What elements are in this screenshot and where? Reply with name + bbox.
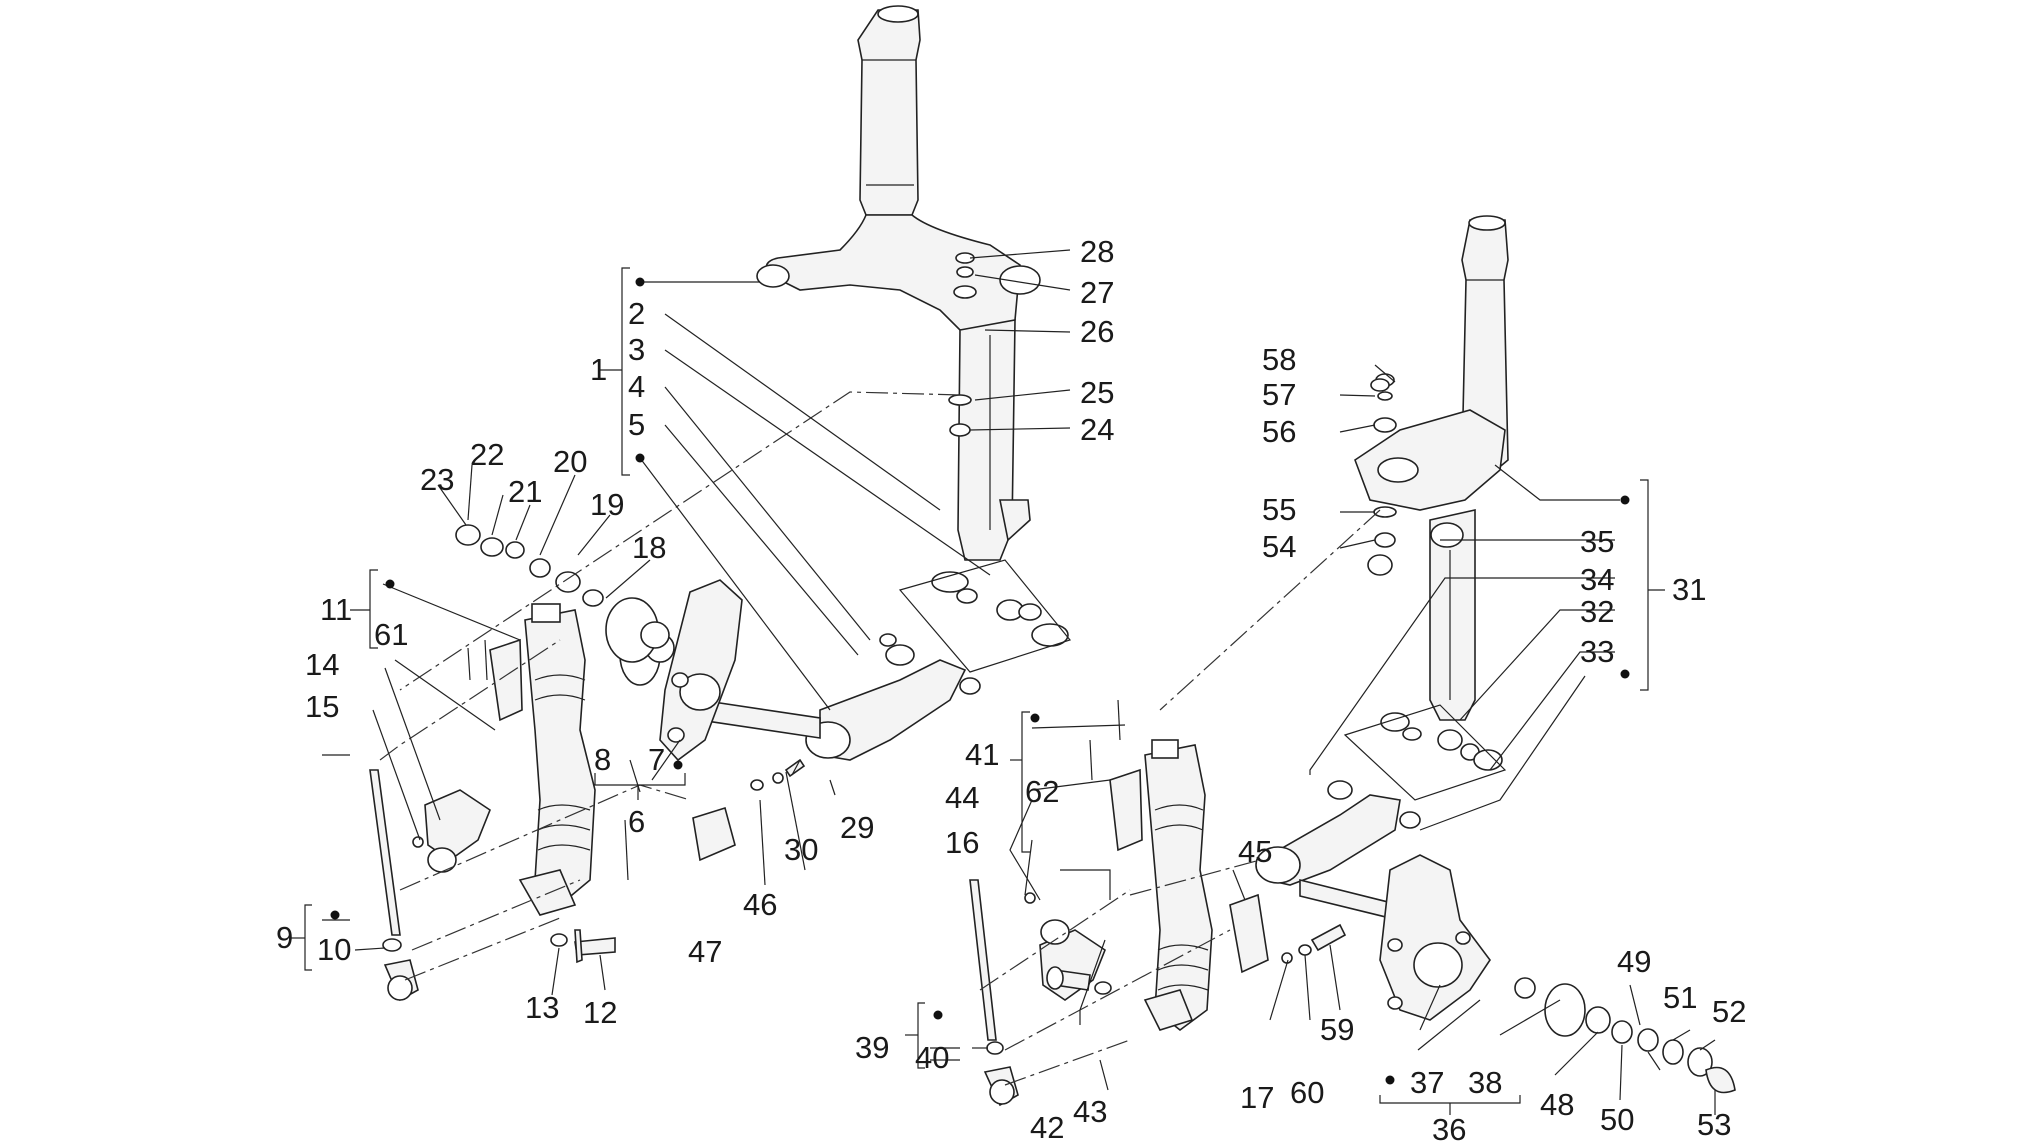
label-32: 32: [1580, 594, 1614, 629]
label-30: 30: [784, 832, 818, 867]
left-steering-column: [756, 5, 1041, 561]
label-24: 24: [1080, 412, 1114, 447]
label-22: 22: [470, 437, 504, 472]
label-62: 62: [1025, 774, 1059, 809]
label-15: 15: [305, 689, 339, 724]
label-31: 31: [1672, 572, 1706, 607]
left-caliper: [412, 789, 491, 873]
label-18: 18: [632, 530, 666, 565]
label-56: 56: [1262, 414, 1296, 449]
label-5: 5: [628, 407, 645, 442]
label-35: 35: [1580, 524, 1614, 559]
label-8: 8: [594, 742, 611, 777]
label-7: 7: [648, 742, 665, 777]
label-37: 37: [1410, 1065, 1444, 1100]
label-9: 9: [276, 920, 293, 955]
label-27: 27: [1080, 275, 1114, 310]
label-42: 42: [1030, 1110, 1064, 1143]
label-38: 38: [1468, 1065, 1502, 1100]
right-wheel-hub: [1379, 854, 1491, 1021]
label-3: 3: [628, 332, 645, 367]
label-20: 20: [553, 444, 587, 479]
label-6: 6: [628, 804, 645, 839]
right-swing-arm: [1255, 780, 1421, 921]
label-60: 60: [1290, 1075, 1324, 1110]
leader-lines: [322, 249, 1716, 1115]
label-28: 28: [1080, 234, 1114, 269]
label-2: 2: [628, 296, 645, 331]
label-44: 44: [945, 780, 979, 815]
left-bottom-seals: [898, 559, 1072, 673]
label-29: 29: [840, 810, 874, 845]
label-14: 14: [305, 647, 339, 682]
left-swing-arm: [699, 633, 981, 761]
label-58: 58: [1262, 342, 1296, 377]
label-16: 16: [945, 825, 979, 860]
label-52: 52: [1712, 994, 1746, 1029]
label-1: 1: [590, 352, 607, 387]
right-bottom-seals: [1343, 704, 1507, 801]
part-labels: 1 2 3 4 5 6 7 8 9 10 11 12 13 14 15 16 1…: [276, 234, 1746, 1143]
left-hardware: [455, 524, 806, 964]
right-tie-rod: [969, 879, 1019, 1107]
label-4: 4: [628, 369, 645, 404]
label-55: 55: [1262, 492, 1296, 527]
label-11: 11: [320, 592, 352, 627]
left-fork-small-parts: [948, 252, 977, 437]
label-48: 48: [1540, 1087, 1574, 1122]
right-hardware: [1046, 378, 1736, 1094]
label-36: 36: [1432, 1112, 1466, 1143]
label-53: 53: [1697, 1107, 1731, 1142]
label-46: 46: [743, 887, 777, 922]
label-51: 51: [1663, 980, 1697, 1015]
label-26: 26: [1080, 314, 1114, 349]
label-23: 23: [420, 462, 454, 497]
label-34: 34: [1580, 562, 1614, 597]
label-47: 47: [688, 934, 722, 969]
label-57: 57: [1262, 377, 1296, 412]
label-10: 10: [317, 932, 351, 967]
label-19: 19: [590, 487, 624, 522]
right-shock-absorber: [1089, 699, 1213, 1032]
left-tie-rod: [369, 769, 419, 1002]
label-41: 41: [965, 737, 999, 772]
right-steering-column: [1354, 215, 1509, 721]
label-49: 49: [1617, 944, 1651, 979]
label-13: 13: [525, 990, 559, 1025]
label-61: 61: [374, 617, 408, 652]
bullet-dots: [330, 277, 1630, 1085]
label-39: 39: [855, 1030, 889, 1065]
label-54: 54: [1262, 529, 1296, 564]
brackets: [290, 267, 1665, 1115]
label-25: 25: [1080, 375, 1114, 410]
label-21: 21: [508, 474, 542, 509]
label-12: 12: [583, 995, 617, 1030]
left-shock-absorber: [467, 603, 596, 916]
label-17: 17: [1240, 1080, 1274, 1115]
label-43: 43: [1073, 1094, 1107, 1129]
center-lines: [379, 391, 1381, 1086]
label-59: 59: [1320, 1012, 1354, 1047]
label-33: 33: [1580, 634, 1614, 669]
label-45: 45: [1238, 834, 1272, 869]
label-40: 40: [915, 1040, 949, 1075]
label-50: 50: [1600, 1102, 1634, 1137]
